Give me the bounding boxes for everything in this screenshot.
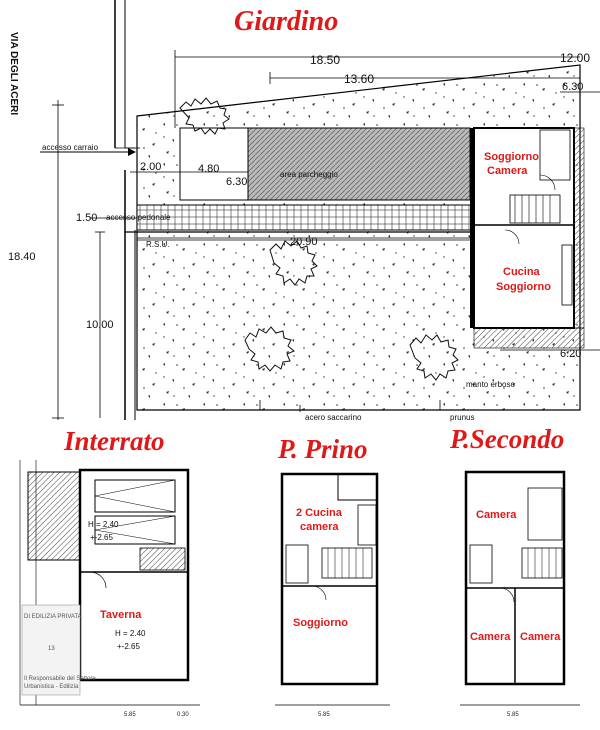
tree-icon xyxy=(269,240,318,286)
dim-20-90: 20.90 xyxy=(290,236,318,248)
room-camera-first: camera xyxy=(300,521,339,533)
room-2-cucina: 2 Cucina xyxy=(296,507,343,519)
room-camera-second-1: Camera xyxy=(476,509,517,521)
dim-18-50: 18.50 xyxy=(310,53,340,67)
basement-height-1: H = 2.40 xyxy=(88,520,119,529)
second-floor-plan: P.Secondo Camera Camera Camera 5.85 xyxy=(449,424,580,718)
first-floor-dim-bottom: 5.85 xyxy=(318,712,330,718)
tree-icon xyxy=(409,334,459,381)
street-name: VIA DEGLI ACERI xyxy=(8,32,19,115)
label-pedestrian-access: accesso pedonale xyxy=(106,213,171,222)
tree-icon xyxy=(179,97,230,135)
dim-10-00: 10.00 xyxy=(86,319,114,331)
site-room-cucina: Cucina xyxy=(503,266,541,278)
stamp-line-3: Il Responsabile del Settore xyxy=(24,676,96,682)
title-interrato: Interrato xyxy=(63,426,165,456)
basement-dim-bottom: 5.85 xyxy=(124,712,136,718)
room-soggiorno-first: Soggiorno xyxy=(293,617,348,629)
title-p-secondo: P.Secondo xyxy=(449,424,564,454)
label-rsu: R.S.U. xyxy=(146,240,170,249)
title-p-prino: P. Prino xyxy=(277,434,368,464)
dim-4-80: 4.80 xyxy=(198,163,219,175)
label-parking-area: area parcheggio xyxy=(280,170,338,179)
dim-6-30-parking: 6.30 xyxy=(226,176,247,188)
dim-6-30-top: 6.30 xyxy=(562,81,583,93)
basement-dim-bottom-right: 0.30 xyxy=(177,712,189,718)
stamp-line-1: DI EDILIZIA PRIVATA xyxy=(24,614,82,620)
dim-1-50: 1.50 xyxy=(76,212,97,224)
basement-elevation-2: +-2.65 xyxy=(117,642,140,651)
site-room-camera: Camera xyxy=(487,165,528,177)
stamp-line-2: 13 xyxy=(48,646,55,652)
title-giardino: Giardino xyxy=(234,6,338,37)
site-room-soggiorno: Soggiorno xyxy=(484,151,539,163)
dim-2-00: 2.00 xyxy=(140,161,161,173)
second-floor-dim-bottom: 5.85 xyxy=(507,712,519,718)
basement-height-2: H = 2.40 xyxy=(115,629,146,638)
dim-6-20: 6.20 xyxy=(560,348,581,360)
label-lawn: manto erboso xyxy=(466,380,515,389)
label-prunus: prunus xyxy=(450,413,474,422)
site-plan: VIA DEGLI ACERI xyxy=(8,0,600,422)
dim-13-60: 13.60 xyxy=(344,72,374,86)
basement-plan: Interrato DI EDILIZIA PRIVATA 13 Il Resp… xyxy=(19,426,200,718)
dim-12-00: 12.00 xyxy=(560,51,590,65)
basement-elevation-1: +-2.65 xyxy=(90,533,113,542)
tree-icon xyxy=(244,326,295,372)
stamp-line-4: Urbanistica - Edilizia xyxy=(24,684,79,690)
site-room-soggiorno-2: Soggiorno xyxy=(496,281,551,293)
dim-18-40: 18.40 xyxy=(8,251,36,263)
room-camera-second-3: Camera xyxy=(520,631,561,643)
room-camera-second-2: Camera xyxy=(470,631,511,643)
label-sugar-maple: acero saccarino xyxy=(305,413,362,422)
first-floor-plan: P. Prino 2 Cucina camera Soggiorno 5.85 xyxy=(275,434,390,718)
room-taverna: Taverna xyxy=(100,609,142,621)
label-vehicle-access: accesso carraio xyxy=(42,143,99,152)
